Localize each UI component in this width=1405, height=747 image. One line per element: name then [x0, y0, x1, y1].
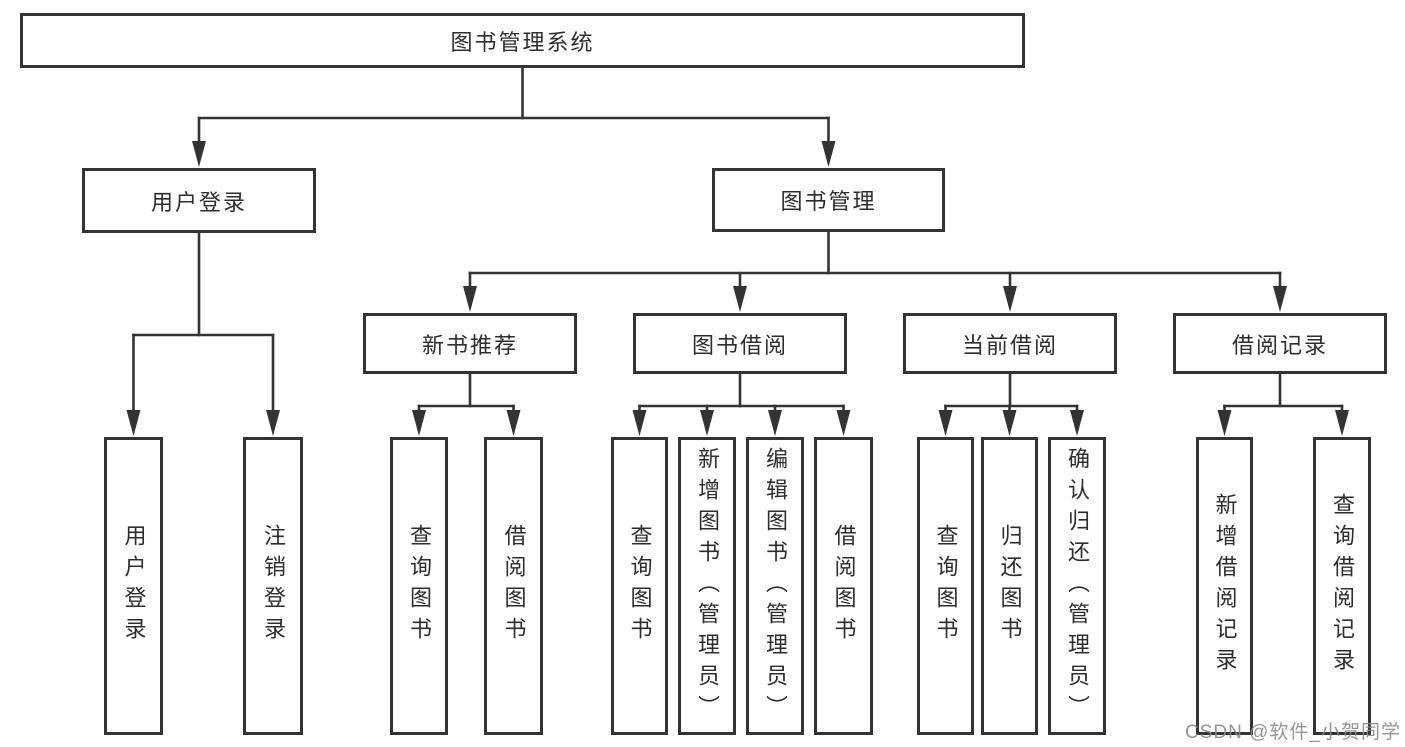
node-label: 用户登录 [150, 189, 247, 215]
node-book-borrow: 图书借阅 [633, 313, 847, 374]
node-label: 新增图书（管理员） [695, 446, 720, 726]
node-root: 图书管理系统 [20, 13, 1025, 68]
node-leaf-query-book-2: 查询图书 [611, 437, 668, 735]
node-label: 图书管理系统 [450, 29, 595, 55]
node-new-book-rec: 新书推荐 [363, 313, 577, 374]
node-borrow-records: 借阅记录 [1173, 313, 1387, 374]
node-label: 查询借阅记录 [1330, 493, 1355, 679]
node-label: 用户登录 [121, 524, 147, 648]
node-user-login: 用户登录 [82, 168, 316, 233]
node-label: 查询图书 [407, 524, 432, 648]
node-label: 借阅记录 [1231, 332, 1328, 358]
node-leaf-borrow-book-2: 借阅图书 [814, 437, 873, 735]
node-book-mgmt: 图书管理 [712, 168, 945, 232]
node-leaf-add-book: 新增图书（管理员） [678, 437, 736, 735]
node-label: 查询图书 [933, 524, 959, 648]
watermark-text: CSDN @软件_小贺同学 [1185, 722, 1401, 743]
node-leaf-return-book: 归还图书 [981, 437, 1038, 735]
node-leaf-confirm-return: 确认归还（管理员） [1048, 437, 1106, 735]
node-leaf-borrow-book-1: 借阅图书 [484, 437, 543, 735]
node-label: 当前借阅 [961, 332, 1058, 358]
node-leaf-edit-book: 编辑图书（管理员） [746, 437, 804, 735]
node-current-borrow: 当前借阅 [903, 313, 1117, 374]
node-label: 新增借阅记录 [1212, 493, 1238, 679]
node-leaf-user-login: 用户登录 [104, 437, 163, 735]
node-leaf-query-borrow-record: 查询借阅记录 [1313, 437, 1371, 735]
node-label: 归还图书 [997, 524, 1023, 648]
node-leaf-query-book-1: 查询图书 [390, 437, 448, 735]
node-label: 借阅图书 [831, 524, 857, 648]
node-label: 图书借阅 [691, 332, 788, 358]
node-label: 编辑图书（管理员） [763, 446, 788, 726]
node-leaf-logout: 注销登录 [243, 437, 303, 735]
node-label: 查询图书 [627, 524, 653, 648]
node-leaf-add-borrow-record: 新增借阅记录 [1196, 437, 1253, 735]
node-label: 注销登录 [261, 524, 286, 648]
node-label: 图书管理 [780, 189, 877, 214]
node-label: 借阅图书 [501, 524, 527, 648]
node-label: 新书推荐 [421, 332, 518, 358]
node-leaf-query-book-3: 查询图书 [917, 437, 974, 735]
node-label: 确认归还（管理员） [1065, 446, 1090, 726]
